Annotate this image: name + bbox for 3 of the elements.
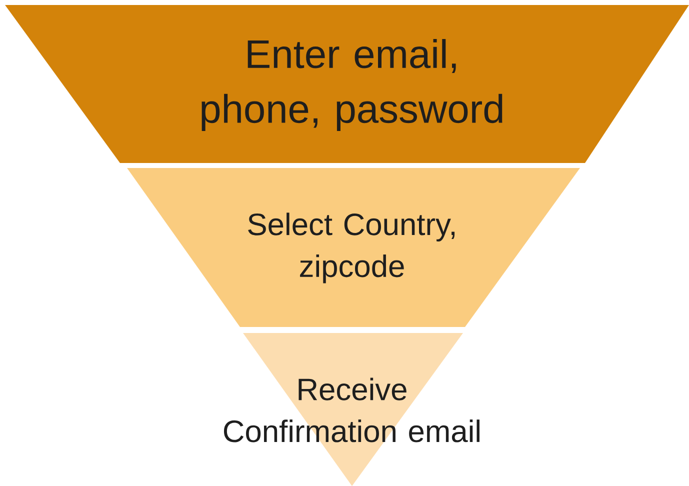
funnel-band: Select Country, zipcode [127,168,580,327]
funnel-band: Enter email, phone, password [5,5,689,163]
funnel-band: Receive Confirmation email [224,333,480,486]
